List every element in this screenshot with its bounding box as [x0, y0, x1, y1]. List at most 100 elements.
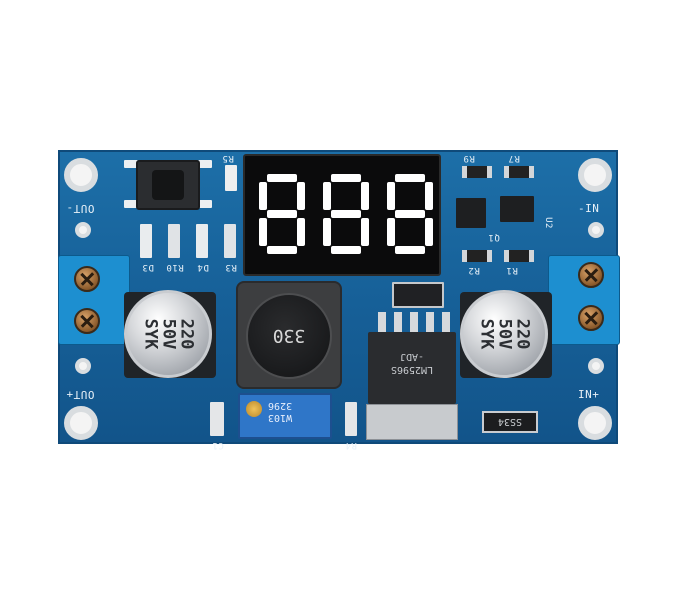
resistor-r2	[462, 250, 492, 262]
resistor-r10	[168, 224, 180, 258]
resistor-r5	[225, 165, 237, 191]
right-cap-line3: SYK	[476, 318, 496, 350]
ic-label-line2: -ADJ	[399, 351, 425, 362]
label-out-minus: OUT-	[66, 202, 95, 215]
label-out-plus: OUT+	[66, 388, 95, 401]
mounting-hole-top-right	[578, 158, 612, 192]
segment-2-a	[331, 174, 361, 182]
segment-3-c	[425, 218, 433, 246]
regulator-ic: LM2596S -ADJ	[368, 332, 456, 404]
segment-2-b	[361, 182, 369, 210]
resistor-r7	[504, 166, 534, 178]
segment-2-e	[323, 218, 331, 246]
via-left-upper	[75, 222, 91, 238]
right-capacitor: 220 50V SYK	[460, 290, 548, 378]
segment-1-f	[259, 182, 267, 210]
schottky-diode: SS34	[482, 411, 538, 433]
seven-segment-digits	[259, 174, 433, 254]
segment-2-c	[361, 218, 369, 246]
label-r4: R4	[345, 440, 357, 450]
inductor: 330	[236, 281, 342, 389]
segment-3-f	[387, 182, 395, 210]
resistor-r4	[345, 402, 357, 436]
left-cap-line1: 220	[176, 318, 196, 350]
pot-marking: W103 3296	[268, 399, 292, 423]
label-r2: R2	[468, 265, 480, 275]
button-cap[interactable]	[152, 170, 184, 200]
right-cap-line2: 50V	[494, 318, 514, 350]
segment-1-d	[267, 246, 297, 254]
trimmer-adjust-screw[interactable]	[246, 401, 262, 417]
label-in-minus: -IN	[578, 202, 600, 215]
via-left-lower	[75, 358, 91, 374]
left-capacitor: 220 50V SYK	[124, 290, 212, 378]
label-u2: U2	[542, 217, 553, 229]
button-pad-bl	[124, 200, 138, 208]
ic-pin-1	[378, 312, 386, 334]
regulator-heat-tab	[366, 404, 458, 440]
button-pad-br	[198, 200, 212, 208]
input-screw-bottom[interactable]	[578, 305, 604, 331]
segment-3-e	[387, 218, 395, 246]
segment-1-e	[259, 218, 267, 246]
resistor-r1	[504, 250, 534, 262]
led-d3	[140, 224, 152, 258]
ic-pin-5	[442, 312, 450, 334]
segment-3-b	[425, 182, 433, 210]
capacitor-c1	[210, 402, 224, 436]
button-pad-tr	[198, 160, 212, 168]
left-cap-line3: SYK	[140, 318, 160, 350]
segment-3-a	[395, 174, 425, 182]
segment-1-a	[267, 174, 297, 182]
label-r3: R3	[225, 262, 237, 272]
mounting-hole-bottom-right	[578, 406, 612, 440]
transistor-top	[392, 282, 444, 308]
transistor-q1	[456, 198, 486, 228]
segment-2-f	[323, 182, 331, 210]
segment-2-d	[331, 246, 361, 254]
led-d4	[196, 224, 208, 258]
inductor-marking: 330	[272, 325, 306, 346]
via-right-upper	[588, 222, 604, 238]
diode-marking: SS34	[497, 416, 523, 427]
label-q1: Q1	[488, 232, 500, 242]
output-screw-top[interactable]	[74, 266, 100, 292]
label-c1: C1	[212, 440, 224, 450]
segment-1-c	[297, 218, 305, 246]
left-cap-line2: 50V	[158, 318, 178, 350]
segment-3-d	[395, 246, 425, 254]
label-d4: D4	[197, 262, 209, 272]
button-pad-tl	[124, 160, 138, 168]
voltage-display	[243, 154, 441, 276]
label-r5: R5	[222, 153, 234, 163]
left-capacitor-marking: 220 50V SYK	[140, 318, 196, 350]
ic-marking: LM2596S -ADJ	[368, 350, 456, 376]
label-in-plus: IN+	[578, 388, 600, 401]
ic-pin-4	[426, 312, 434, 334]
inductor-coil: 330	[246, 293, 332, 379]
trimmer-potentiometer[interactable]: W103 3296	[238, 393, 332, 439]
segment-1-g	[267, 210, 297, 218]
segment-2-g	[331, 210, 361, 218]
label-r9: R9	[463, 153, 475, 163]
pot-label-line1: W103	[268, 412, 293, 423]
ic-pin-2	[394, 312, 402, 334]
output-screw-bottom[interactable]	[74, 308, 100, 334]
ic-pin-3	[410, 312, 418, 334]
label-r7: R7	[508, 153, 520, 163]
ic-label-line1: LM2596S	[390, 364, 434, 375]
label-d3: D3	[142, 262, 154, 272]
segment-1-b	[297, 182, 305, 210]
resistor-r9	[462, 166, 492, 178]
via-right-lower	[588, 358, 604, 374]
pot-label-line2: 3296	[268, 400, 293, 411]
resistor-r3	[224, 224, 236, 258]
mounting-hole-bottom-left	[64, 406, 98, 440]
mounting-hole-top-left	[64, 158, 98, 192]
label-r10: R10	[166, 262, 184, 272]
segment-3-g	[395, 210, 425, 218]
input-screw-top[interactable]	[578, 262, 604, 288]
tactile-push-button[interactable]	[136, 160, 200, 210]
ic-u1	[500, 196, 534, 222]
label-r1: R1	[506, 265, 518, 275]
